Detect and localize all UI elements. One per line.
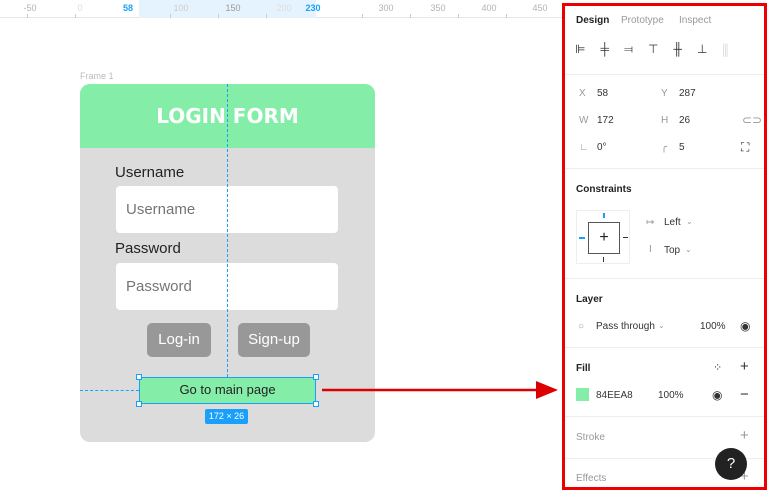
tab-design[interactable]: Design [576,15,610,26]
corner-radius-input[interactable]: 5 [679,142,685,153]
resize-handle[interactable] [136,401,142,407]
height-input[interactable]: 26 [679,115,691,126]
ruler-label: 450 [532,3,548,13]
layer-opacity-input[interactable]: 100% [700,321,726,332]
username-label: Username [115,164,185,181]
align-top-icon[interactable]: ⊤ [648,42,674,56]
password-label: Password [115,240,181,257]
ruler-label-selected: 58 [122,3,134,13]
annotation-arrow [322,381,558,399]
frame-label[interactable]: Frame 1 [80,71,114,81]
blend-mode-select[interactable]: Pass through [596,321,655,332]
h-label: H [661,115,669,126]
ruler-label: 100 [173,3,189,13]
horizontal-constraint-icon: ↦ [646,217,655,228]
ruler-label: 300 [378,3,394,13]
resize-handle[interactable] [136,374,142,380]
y-label: Y [661,88,668,99]
w-label: W [579,115,589,126]
horizontal-constraint-select[interactable]: Left [664,217,681,228]
styles-grid-icon[interactable]: ⁘ [713,362,723,374]
vertical-constraint-icon: I [649,244,652,255]
add-effect-icon[interactable]: + [740,468,749,485]
ruler-label: 200 [276,3,292,13]
chevron-down-icon: ⌄ [658,321,665,330]
remove-fill-icon[interactable]: − [740,386,749,403]
fill-opacity-input[interactable]: 100% [658,390,684,401]
effects-title: Effects [576,473,607,484]
go-to-main-page-button[interactable]: Go to main page [139,377,316,404]
resize-handle[interactable] [313,374,319,380]
ruler-label: 400 [481,3,497,13]
chevron-down-icon: ⌄ [685,245,692,254]
width-input[interactable]: 172 [597,115,614,126]
constraints-title: Constraints [576,184,632,195]
layer-title: Layer [576,294,603,305]
ruler-label: 150 [225,3,241,13]
align-bottom-icon[interactable]: ⊥ [697,42,723,56]
left-guide [80,390,139,391]
align-vertical-center-icon[interactable]: ╫ [673,42,697,56]
ruler-label: -50 [23,3,37,13]
login-button[interactable]: Log-in [147,323,211,357]
horizontal-ruler: -50 0 58 100 150 200 230 300 350 400 450 [0,0,562,18]
fill-hex-input[interactable]: 84EEA8 [596,390,633,401]
x-label: X [579,88,586,99]
stroke-title: Stroke [576,432,605,443]
y-input[interactable]: 287 [679,88,696,99]
add-fill-icon[interactable]: + [740,358,749,375]
independent-corners-icon[interactable]: ⛶ [741,140,750,154]
alignment-toolbar[interactable]: ⊫╪⫤⊤╫⊥⫼ [575,42,743,57]
add-stroke-icon[interactable]: + [740,427,749,444]
signup-button[interactable]: Sign-up [238,323,310,357]
tab-prototype[interactable]: Prototype [621,15,664,26]
distribute-icon[interactable]: ⫼ [722,42,743,56]
fill-title: Fill [576,363,591,374]
fill-color-swatch[interactable] [576,388,589,401]
corner-radius-icon: ╭ [661,142,668,153]
blend-mode-icon: ○ [578,321,585,332]
rotation-input[interactable]: 0° [597,142,607,153]
ruler-label-selected: 230 [305,3,321,13]
center-guide [227,84,228,377]
align-horizontal-center-icon[interactable]: ╪ [600,42,624,56]
tab-inspect[interactable]: Inspect [679,15,712,26]
x-input[interactable]: 58 [597,88,609,99]
design-panel: Design Prototype Inspect ⊫╪⫤⊤╫⊥⫼ X 58 Y … [562,3,767,490]
constrain-proportions-icon[interactable]: ⊂⊃ [742,113,763,127]
help-button[interactable]: ? [715,448,747,480]
ruler-label: 350 [430,3,446,13]
align-left-icon[interactable]: ⊫ [575,42,601,56]
vertical-constraint-select[interactable]: Top [664,245,681,256]
eye-icon[interactable]: ◉ [740,319,751,333]
size-badge: 172 × 26 [205,409,248,424]
rotation-icon: ∟ [579,142,589,153]
resize-handle[interactable] [313,401,319,407]
align-right-icon[interactable]: ⫤ [623,42,649,56]
constraints-widget[interactable]: + [576,210,630,264]
ruler-selection-highlight [139,0,316,18]
eye-icon[interactable]: ◉ [712,388,723,402]
chevron-down-icon: ⌄ [686,217,693,226]
ruler-label: 0 [77,3,83,13]
